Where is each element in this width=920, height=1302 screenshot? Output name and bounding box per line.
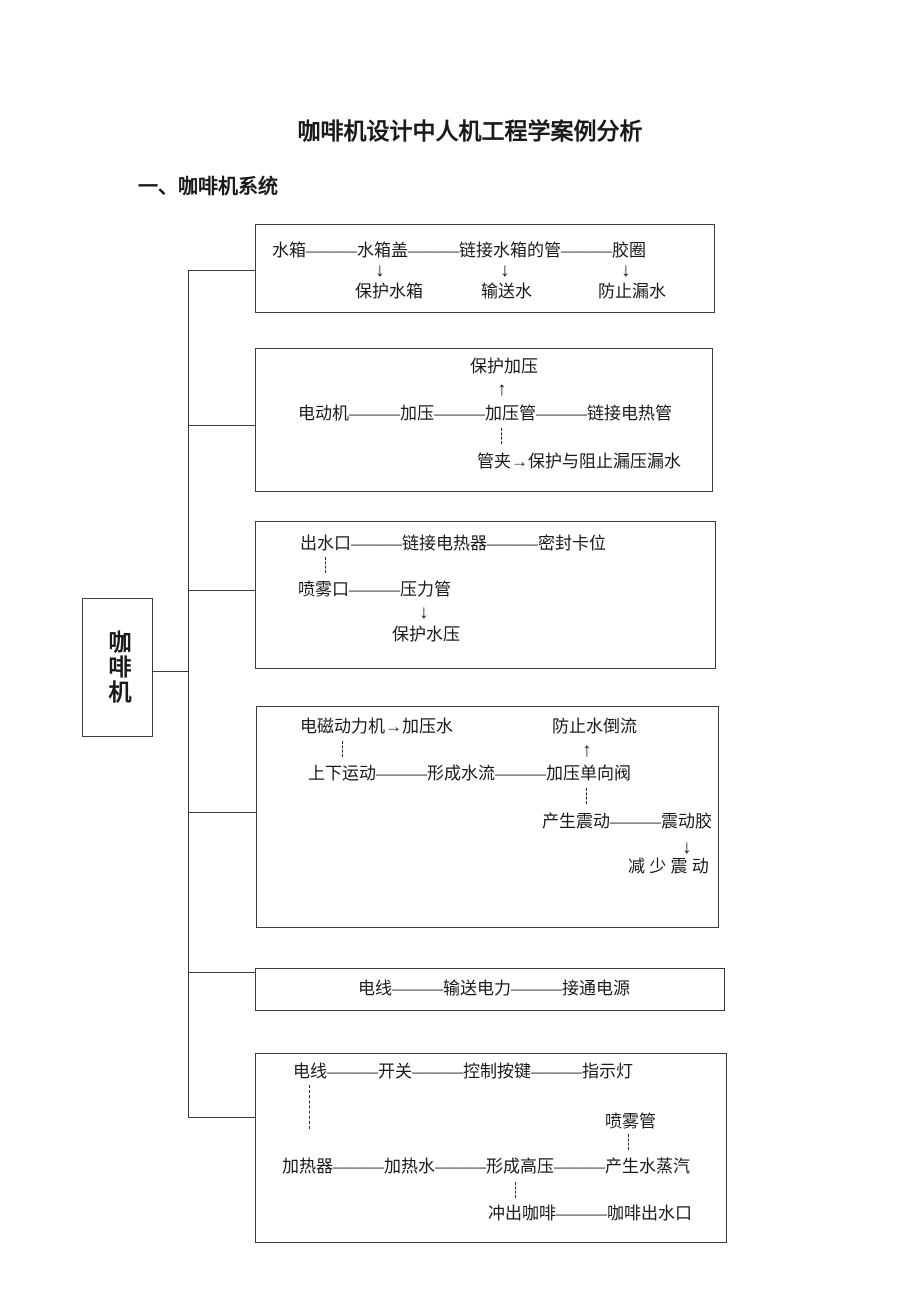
power-chain: 电线———输送电力———接通电源 — [358, 979, 630, 998]
water-tank-function2: 输送水 — [481, 282, 532, 301]
down-arrow-icon: ↓ — [682, 837, 692, 858]
control-box — [255, 1053, 727, 1243]
up-arrow-icon: ↑ — [582, 740, 592, 761]
pump-line1-right: 防止水倒流 — [552, 717, 637, 736]
pump-label: 减 少 震 动 — [628, 857, 709, 876]
water-tank-box — [255, 224, 715, 313]
up-arrow-icon: ↑ — [497, 379, 507, 400]
connector-pump — [188, 812, 256, 813]
water-tank-function1: 保护水箱 — [355, 282, 423, 301]
outlet-label: 保护水压 — [392, 625, 460, 644]
dashed-connector — [586, 788, 587, 804]
connector-outlet — [188, 590, 255, 591]
dashed-connector — [309, 1085, 310, 1129]
dashed-connector — [325, 557, 326, 573]
motor-bottom-label: 管夹→保护与阻止漏压漏水 — [477, 452, 681, 471]
connector-power — [188, 972, 255, 973]
connector-water-tank — [188, 270, 255, 271]
down-arrow-icon: ↓ — [500, 260, 510, 281]
dashed-connector — [515, 1182, 516, 1198]
outlet-chain2: 喷雾口———压力管 — [298, 580, 451, 599]
connector-control — [188, 1117, 255, 1118]
control-chain2: 加热器———加热水———形成高压———产生水蒸汽 — [282, 1157, 690, 1176]
pump-chain: 上下运动———形成水流———加压单向阀 — [308, 764, 631, 783]
connector-root — [153, 671, 188, 672]
water-tank-chain: 水箱———水箱盖———链接水箱的管———胶圈 — [272, 241, 646, 260]
connector-motor — [188, 425, 255, 426]
dashed-connector — [628, 1134, 629, 1150]
down-arrow-icon: ↓ — [621, 260, 631, 281]
pump-line1-left: 电磁动力机→加压水 — [300, 717, 453, 736]
pump-box — [256, 706, 719, 928]
control-chain1: 电线———开关———控制按键———指示灯 — [293, 1062, 633, 1081]
root-node-label: 咖啡机 — [105, 630, 130, 705]
pump-chain2: 产生震动———震动胶 — [542, 812, 712, 831]
motor-chain: 电动机———加压———加压管———链接电热管 — [298, 404, 672, 423]
dashed-connector — [342, 741, 343, 757]
control-spray-label: 喷雾管 — [605, 1112, 656, 1131]
root-node-coffee-machine: 咖啡机 — [82, 598, 153, 737]
dashed-connector — [501, 428, 502, 444]
down-arrow-icon: ↓ — [419, 602, 429, 623]
section-heading: 一、咖啡机系统 — [138, 176, 278, 198]
power-box — [255, 968, 725, 1011]
down-arrow-icon: ↓ — [375, 260, 385, 281]
motor-box — [255, 348, 713, 492]
outlet-box — [255, 521, 716, 669]
outlet-chain1: 出水口———链接电热器———密封卡位 — [300, 534, 606, 553]
document-title: 咖啡机设计中人机工程学案例分析 — [297, 118, 643, 144]
tree-trunk-line — [188, 270, 189, 1118]
control-chain3: 冲出咖啡———咖啡出水口 — [488, 1204, 692, 1223]
motor-top-label: 保护加压 — [470, 357, 538, 376]
water-tank-function3: 防止漏水 — [598, 282, 666, 301]
